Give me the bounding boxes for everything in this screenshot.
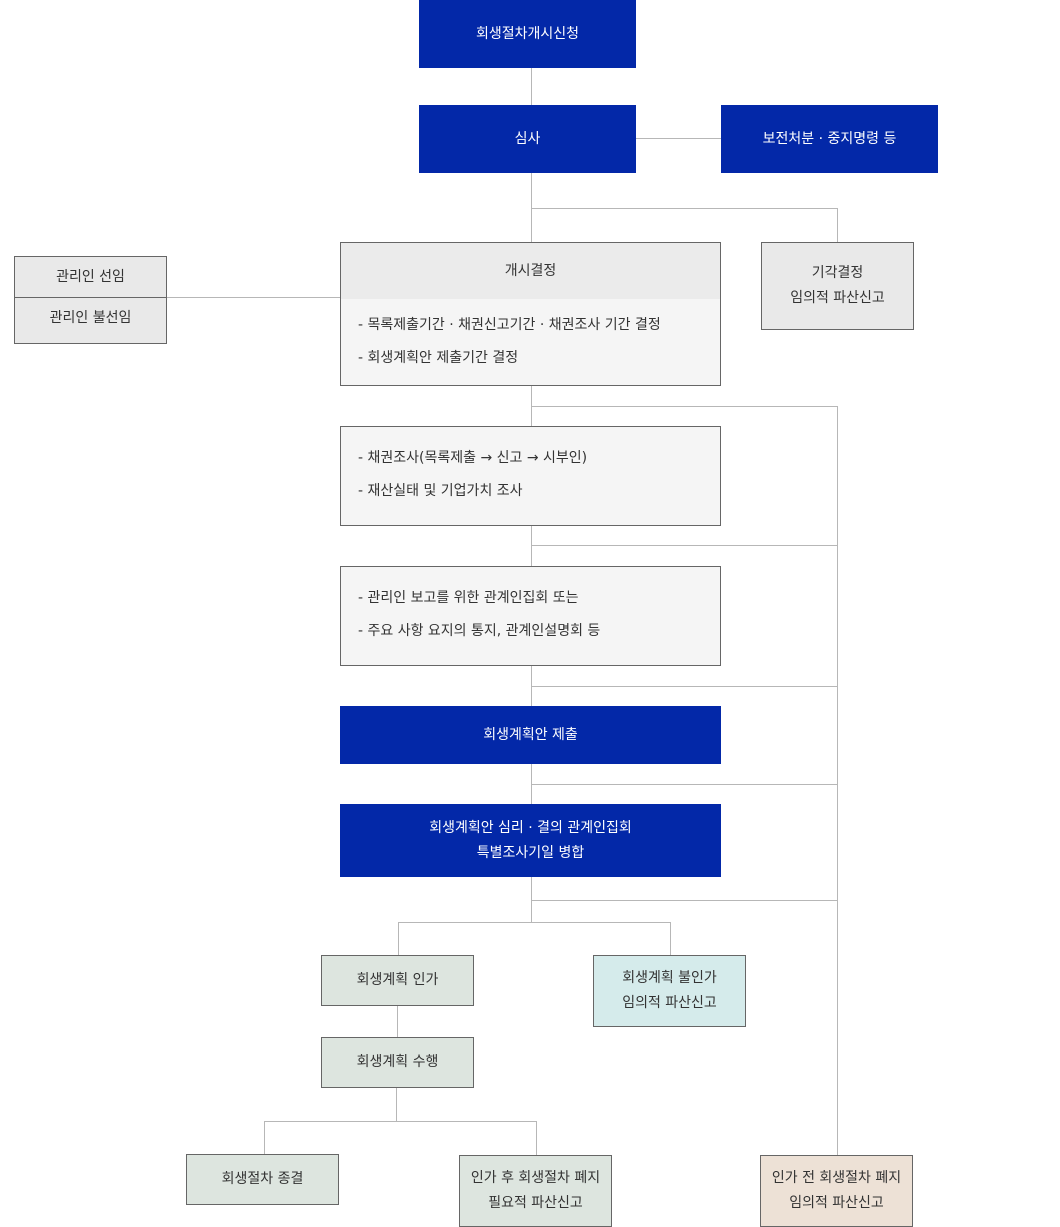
preservation-label: 보전처분 · 중지명령 등 [762, 130, 897, 147]
connector [264, 1121, 537, 1122]
plan-review-node: 회생계획안 심리 · 결의 관계인집회 특별조사기일 병합 [340, 804, 721, 877]
connector [398, 922, 671, 923]
connector [397, 1005, 398, 1037]
connector [531, 665, 532, 706]
disapproval-node: 회생계획 불인가 임의적 파산신고 [593, 955, 746, 1027]
meeting-node: - 관리인 보고를 위한 관계인집회 또는 - 주요 사항 요지의 통지, 관계… [340, 566, 721, 666]
connector [536, 1121, 537, 1155]
connector [837, 208, 838, 242]
disapproval-line-1: 회생계획 불인가 [622, 970, 717, 986]
pre-abolition-line-1: 인가 전 회생절차 폐지 [771, 1170, 902, 1186]
connector [531, 68, 532, 105]
commencement-item: - 목록제출기간 · 채권신고기간 · 채권조사 기간 결정 [358, 317, 661, 333]
plan-submit-label: 회생계획안 제출 [483, 726, 578, 743]
claims-item: - 채권조사(목록제출 → 신고 → 시부인) [358, 450, 588, 466]
connector [531, 173, 532, 242]
termination-node: 회생절차 종결 [186, 1154, 339, 1205]
disapproval-line-2: 임의적 파산신고 [622, 995, 717, 1011]
connector [531, 208, 838, 209]
termination-label: 회생절차 종결 [221, 1171, 304, 1187]
trustee-appoint: 관리인 선임 [56, 269, 125, 285]
trustee-not-appoint: 관리인 불선임 [15, 297, 166, 338]
dismissal-line-2: 임의적 파산신고 [790, 290, 885, 306]
dismissal-node: 기각결정 임의적 파산신고 [761, 242, 914, 330]
post-abolition-line-1: 인가 후 회생절차 폐지 [470, 1170, 601, 1186]
post-abolition-node: 인가 후 회생절차 폐지 필요적 파산신고 [459, 1155, 612, 1227]
connector [398, 922, 399, 955]
meeting-item: - 주요 사항 요지의 통지, 관계인설명회 등 [358, 623, 601, 639]
connector [531, 877, 532, 922]
approval-label: 회생계획 인가 [356, 972, 439, 988]
connector [670, 922, 671, 955]
claims-item: - 재산실태 및 기업가치 조사 [358, 483, 523, 499]
plan-review-line-2: 특별조사기일 병합 [476, 844, 585, 861]
connector [531, 686, 838, 687]
meeting-item: - 관리인 보고를 위한 관계인집회 또는 [358, 590, 579, 606]
pre-abolition-node: 인가 전 회생절차 폐지 임의적 파산신고 [760, 1155, 913, 1227]
connector [636, 138, 721, 139]
review-node: 심사 [419, 105, 636, 173]
commencement-node: 개시결정 - 목록제출기간 · 채권신고기간 · 채권조사 기간 결정 - 회생… [340, 242, 721, 386]
connector [166, 297, 340, 298]
pre-abolition-line-2: 임의적 파산신고 [789, 1195, 884, 1211]
plan-review-line-1: 회생계획안 심리 · 결의 관계인집회 [429, 819, 632, 836]
post-abolition-line-2: 필요적 파산신고 [488, 1195, 583, 1211]
commencement-title: 개시결정 [341, 243, 720, 299]
petition-node: 회생절차개시신청 [419, 0, 636, 68]
review-label: 심사 [514, 130, 541, 147]
execution-label: 회생계획 수행 [356, 1054, 439, 1070]
claims-node: - 채권조사(목록제출 → 신고 → 시부인) - 재산실태 및 기업가치 조사 [340, 426, 721, 526]
connector [531, 406, 838, 407]
connector [837, 406, 838, 1156]
connector [531, 385, 532, 426]
commencement-item: - 회생계획안 제출기간 결정 [358, 350, 519, 366]
connector [531, 545, 838, 546]
preservation-node: 보전처분 · 중지명령 등 [721, 105, 938, 173]
execution-node: 회생계획 수행 [321, 1037, 474, 1088]
connector [531, 784, 838, 785]
connector [264, 1121, 265, 1154]
trustee-node: 관리인 선임 관리인 불선임 [14, 256, 167, 344]
petition-label: 회생절차개시신청 [475, 25, 580, 42]
approval-node: 회생계획 인가 [321, 955, 474, 1006]
dismissal-line-1: 기각결정 [811, 265, 864, 281]
connector [396, 1087, 397, 1121]
plan-submit-node: 회생계획안 제출 [340, 706, 721, 764]
connector [531, 900, 838, 901]
